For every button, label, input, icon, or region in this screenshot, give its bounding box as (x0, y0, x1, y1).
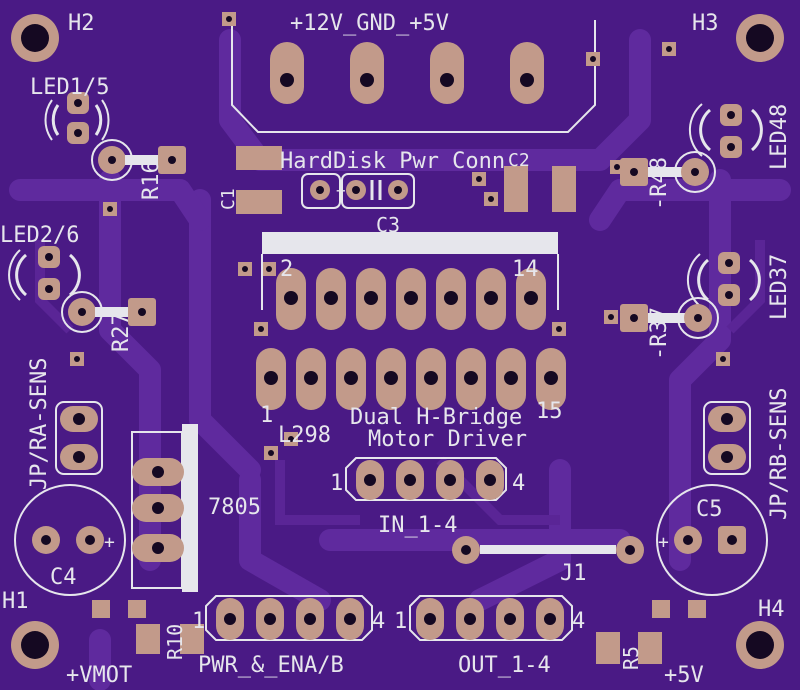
label-r10: R10 (163, 624, 187, 660)
label-pin14: 14 (512, 257, 539, 282)
jumper-j1 (452, 536, 644, 564)
label-out-pin4: 4 (572, 609, 585, 634)
label-c5-plus: + (658, 532, 669, 553)
label-out-pin1: 1 (394, 609, 407, 634)
label-r48: -R48 (647, 157, 672, 210)
label-pwr-pin4: 4 (372, 609, 385, 634)
label-in-header: IN_1-4 (378, 513, 457, 538)
capacitor-c3 (301, 173, 415, 209)
label-c1: C1 (218, 188, 239, 210)
label-l298: L298 (278, 423, 331, 448)
silkscreen-labels: H2 H3 H1 H4 +12V_GND_+5V HardDisk Pwr Co… (0, 11, 792, 688)
label-c5: C5 (696, 497, 723, 522)
pwr-ena-header (205, 595, 373, 641)
label-h3: H3 (692, 11, 719, 36)
mounting-hole-h4 (736, 621, 784, 669)
label-out-header: OUT_1-4 (458, 653, 551, 678)
label-h2: H2 (68, 11, 95, 36)
led-4-8 (688, 103, 763, 158)
label-hdd-conn: HardDisk Pwr Conn (280, 149, 505, 174)
out-header (409, 595, 573, 641)
resistor-r37 (620, 297, 719, 339)
capacitor-c4 (14, 484, 126, 596)
l298-chip (256, 232, 566, 410)
label-pwr-ena: PWR_&_ENA/B (198, 653, 344, 678)
jumper-ra-sens (55, 401, 103, 475)
label-r37: -R37 (647, 307, 672, 360)
label-pin1: 1 (260, 403, 273, 428)
resistor-r10 (92, 600, 204, 654)
label-led37: LED37 (767, 254, 792, 320)
label-jp-ra-sens: JP/RA-SENS (27, 358, 52, 490)
label-in-pin4: 4 (512, 471, 525, 496)
label-h4: H4 (758, 597, 785, 622)
label-in-pin1: 1 (330, 471, 343, 496)
label-r27: R27 (109, 312, 134, 352)
resistor-r5 (596, 600, 706, 664)
label-j1: J1 (560, 561, 587, 586)
led-1-5 (44, 92, 110, 144)
label-pwr-pin1: 1 (192, 609, 205, 634)
label-c4-plus: + (104, 532, 115, 553)
resistor-r48 (620, 151, 716, 193)
label-led15: LED1/5 (30, 75, 109, 100)
label-pin2: 2 (280, 257, 293, 282)
label-led48: LED48 (767, 104, 792, 170)
label-led26: LED2/6 (0, 223, 79, 248)
capacitor-c1 (236, 146, 282, 214)
label-hbridge-line1: Dual H-Bridge (350, 405, 522, 430)
label-power-conn: +12V_GND_+5V (290, 11, 449, 36)
capacitor-c5 (656, 484, 768, 596)
label-jp-rb-sens: JP/RB-SENS (767, 388, 792, 520)
regulator-7805 (131, 424, 198, 592)
mounting-hole-h1 (11, 621, 59, 669)
label-c4: C4 (50, 565, 77, 590)
power-connector (231, 20, 596, 133)
label-c2: C2 (508, 150, 530, 171)
label-h1: H1 (2, 589, 29, 614)
mounting-hole-h2 (11, 14, 59, 62)
mounting-hole-h3 (736, 14, 784, 62)
label-r5: R5 (619, 646, 643, 670)
label-c3: C3 (376, 213, 400, 237)
resistor-r16 (91, 139, 186, 181)
label-7805: 7805 (208, 495, 261, 520)
jumper-rb-sens (703, 401, 751, 475)
led-2-6 (8, 246, 81, 301)
label-5v: +5V (664, 663, 704, 688)
in-header (345, 457, 507, 501)
label-hbridge-line2: Motor Driver (368, 427, 527, 452)
label-pin15: 15 (536, 399, 563, 424)
resistor-r27 (61, 291, 156, 333)
label-c3-plus: + (336, 181, 346, 200)
label-vmot: +VMOT (66, 663, 132, 688)
label-r16: R16 (139, 160, 164, 200)
capacitor-c2 (504, 166, 576, 212)
led-3-7 (686, 252, 761, 307)
